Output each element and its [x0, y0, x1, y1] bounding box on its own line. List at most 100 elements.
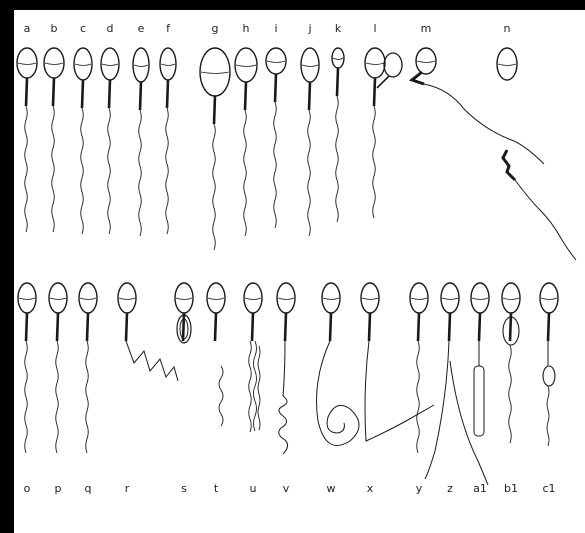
sperm-m-tail [424, 84, 544, 164]
sperm-r-midpiece [126, 313, 127, 341]
sperm-x-tail [365, 341, 434, 441]
label-r: r [125, 482, 130, 495]
sperm-b-tail [52, 106, 55, 232]
sperm-t-acrosome-line [208, 298, 224, 300]
label-z: z [447, 482, 453, 495]
sperm-d-head [101, 48, 119, 80]
sperm-t-midpiece [215, 313, 216, 341]
sperm-k-tail [336, 96, 339, 222]
sperm-c1-ring [543, 366, 555, 386]
sperm-i [266, 48, 286, 228]
sperm-w-acrosome-line [323, 298, 339, 300]
sperm-morphology-diagram: abcdefghijklmnopqrstuvwxyza1b1c1 [14, 10, 585, 533]
sperm-d [101, 48, 119, 234]
sperm-a1-acrosome-line [472, 298, 488, 300]
sperm-c1 [540, 283, 558, 446]
sperm-q-head [79, 283, 97, 313]
sperm-d-midpiece [109, 80, 110, 108]
sperm-u-acrosome-line [245, 298, 261, 300]
sperm-z-acrosome-line [442, 298, 458, 300]
sperm-c-head [74, 48, 92, 80]
label-x: x [367, 482, 374, 495]
sperm-c1-head [540, 283, 558, 313]
sperm-l-head [365, 48, 385, 78]
sperm-v-head [277, 283, 295, 313]
sperm-s-acrosome-line [176, 298, 192, 300]
sperm-g [200, 48, 230, 250]
sperm-b1-acrosome-line [503, 298, 519, 300]
sperm-o [18, 283, 36, 453]
sperm-o-tail [25, 341, 28, 453]
sperm-w-tail [317, 341, 360, 446]
sperm-s-head [175, 283, 193, 313]
label-t: t [214, 482, 219, 495]
sperm-q-acrosome-line [80, 298, 96, 300]
label-m: m [421, 22, 432, 35]
sperm-f-midpiece [167, 80, 168, 108]
sperm-q-tail [86, 341, 89, 453]
sperm-p-tail [56, 341, 59, 453]
label-s: s [181, 482, 187, 495]
sperm-e-tail [139, 110, 142, 236]
sperm-u [244, 283, 262, 432]
sperm-z-midpiece [449, 313, 450, 341]
sperm-v [277, 283, 295, 454]
label-y: y [416, 482, 423, 495]
sperm-y-acrosome-line [411, 298, 427, 300]
sperm-q [79, 283, 97, 453]
sperm-w [317, 283, 360, 446]
sperm-m-acrosome-line [417, 61, 435, 63]
sperm-a [17, 48, 37, 232]
label-l: l [373, 22, 376, 35]
sperm-k-acrosome-line [333, 58, 343, 60]
label-g: g [212, 22, 219, 35]
label-k: k [335, 22, 342, 35]
sperm-d-acrosome-line [102, 64, 118, 66]
sperm-p [49, 283, 67, 453]
sperm-p-midpiece [57, 313, 58, 341]
sperm-z-head [441, 283, 459, 313]
sperm-p-acrosome-line [50, 298, 66, 300]
sperm-n-head [497, 48, 517, 80]
sperm-b [44, 48, 64, 232]
sperm-j-tail [308, 110, 311, 236]
sperm-j [301, 48, 319, 236]
sperm-c1-tail [547, 386, 549, 446]
sperm-c1-acrosome-line [541, 298, 557, 300]
label-c1: c1 [542, 482, 555, 495]
sperm-o-acrosome-line [19, 298, 35, 300]
label-p: p [55, 482, 62, 495]
label-v: v [283, 482, 290, 495]
sperm-c-midpiece [82, 80, 83, 108]
sperm-a1 [471, 283, 489, 436]
sperm-f-tail [166, 108, 169, 234]
sperm-h [235, 48, 257, 236]
label-i: i [274, 22, 277, 35]
label-o: o [24, 482, 31, 495]
sperm-g-acrosome-line [201, 72, 229, 74]
sperm-a-midpiece [26, 78, 27, 106]
sperm-w-midpiece [330, 313, 331, 341]
sperm-d-tail [108, 108, 111, 234]
sperm-i-head [266, 48, 286, 74]
sperm-a-tail [25, 106, 28, 232]
sperm-l-second-head [384, 53, 402, 77]
sperm-h-tail [244, 110, 247, 236]
sperm-b1 [502, 283, 520, 443]
sperm-b1-tail [509, 345, 512, 443]
label-b1: b1 [504, 482, 518, 495]
label-f: f [166, 22, 171, 35]
sperm-e-midpiece [140, 82, 141, 110]
sperm-o-head [18, 283, 36, 313]
sperm-t-head [207, 283, 225, 313]
sperm-n-midpiece [503, 150, 515, 180]
sperm-c [74, 48, 92, 234]
sperm-s [175, 283, 193, 343]
sperm-b-midpiece [53, 78, 54, 106]
sperm-g-head [200, 48, 230, 96]
sperm-l-tail [377, 76, 389, 88]
sperm-c-acrosome-line [75, 64, 91, 66]
sperm-r-acrosome-line [119, 298, 135, 300]
sperm-y-head [410, 283, 428, 313]
sperm-a-head [17, 48, 37, 78]
